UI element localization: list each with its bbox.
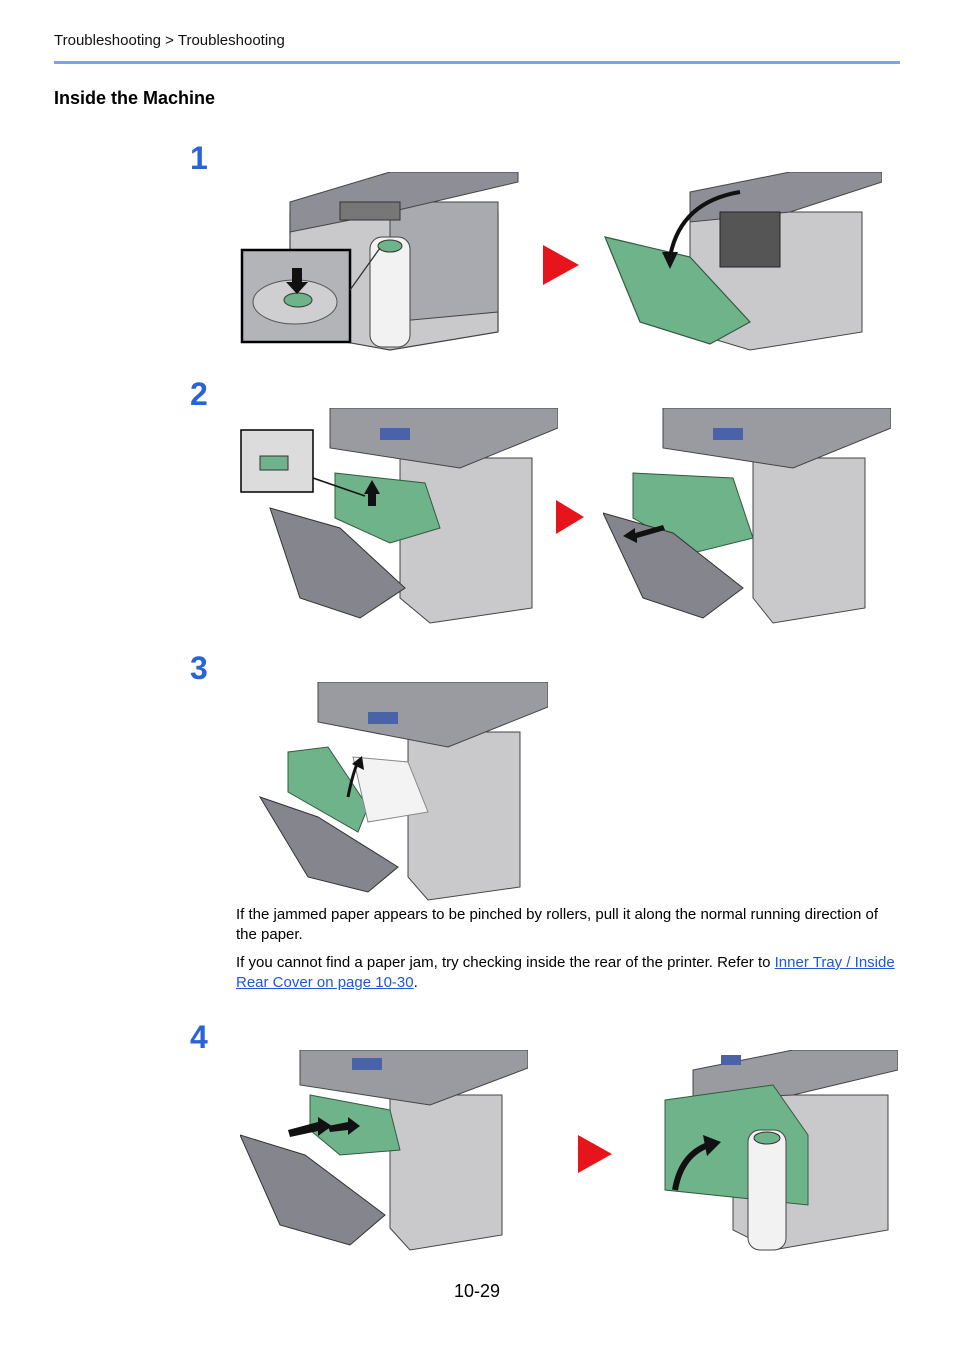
step-number-2: 2	[190, 376, 208, 412]
breadcrumb: Troubleshooting > Troubleshooting	[54, 32, 285, 49]
toner-lever-illustration	[240, 408, 558, 624]
header-rule	[54, 61, 900, 64]
printer-front-open-illustration	[604, 172, 882, 351]
note-rear-check-suffix: .	[413, 974, 418, 991]
inner-tray-rear-cover-link[interactable]: Inner Tray / Inside Rear Cover on page 1…	[236, 954, 895, 991]
step-number-3: 3	[190, 650, 208, 686]
close-front-cover-illustration	[664, 1050, 898, 1251]
step-1-next-arrow	[543, 245, 579, 285]
section-title: Inside the Machine	[54, 88, 216, 108]
remove-toner-illustration	[603, 408, 891, 624]
remove-jammed-paper-illustration	[258, 682, 548, 901]
step-4-next-arrow	[578, 1135, 612, 1173]
step-2-next-arrow	[556, 500, 584, 534]
page-number: 10-29	[453, 1281, 501, 1301]
reinsert-toner-illustration	[240, 1050, 528, 1251]
printer-front-closed-illustration	[240, 172, 519, 351]
step-number-1: 1	[190, 140, 208, 176]
step-3-note-rear-check: If you cannot find a paper jam, try chec…	[236, 953, 901, 993]
note-rear-check-text: If you cannot find a paper jam, try chec…	[236, 954, 775, 971]
step-number-4: 4	[190, 1019, 208, 1055]
step-3-note-pinched-paper: If the jammed paper appears to be pinche…	[236, 906, 879, 943]
